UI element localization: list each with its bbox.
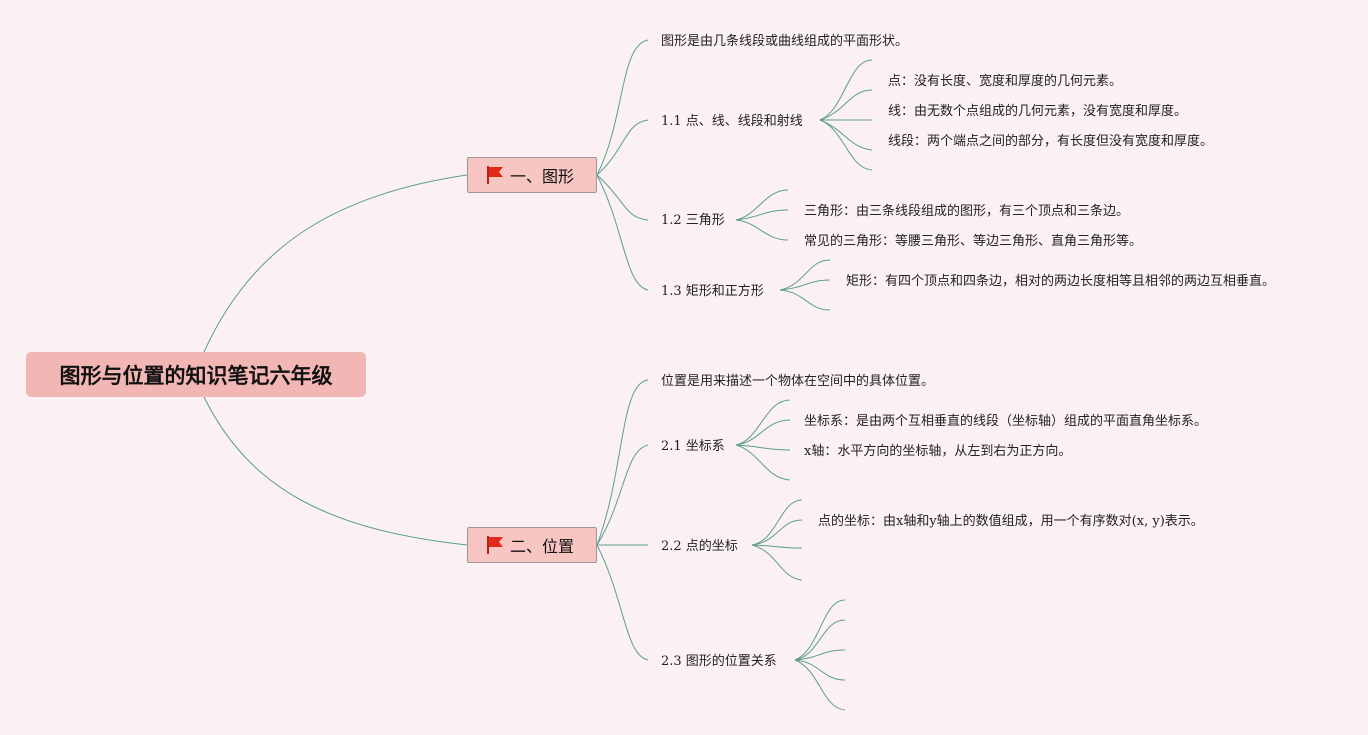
topic-label: 一、图形 (510, 167, 575, 186)
leaf-coordinate-system[interactable]: 坐标系：是由两个互相垂直的线段（坐标轴）组成的平面直角坐标系。 (804, 414, 1208, 429)
subtopic-shape-definition[interactable]: 图形是由几条线段或曲线组成的平面形状。 (661, 34, 909, 49)
leaf-rectangle[interactable]: 矩形：有四个顶点和四条边，相对的两边长度相等且相邻的两边互相垂直。 (846, 274, 1276, 289)
root-topic[interactable]: 图形与位置的知识笔记六年级 (26, 352, 366, 397)
subtopic-2-1[interactable]: 2.1 坐标系 (661, 439, 725, 454)
leaf-triangle[interactable]: 三角形：由三条线段组成的图形，有三个顶点和三条边。 (804, 204, 1130, 219)
subtopic-1-3[interactable]: 1.3 矩形和正方形 (661, 284, 764, 299)
subtopic-1-1[interactable]: 1.1 点、线、线段和射线 (661, 114, 803, 129)
subtopic-2-2[interactable]: 2.2 点的坐标 (661, 539, 738, 554)
leaf-x-axis[interactable]: x轴：水平方向的坐标轴，从左到右为正方向。 (804, 444, 1072, 459)
leaf-common-triangles[interactable]: 常见的三角形：等腰三角形、等边三角形、直角三角形等。 (804, 234, 1143, 249)
leaf-segment[interactable]: 线段：两个端点之间的部分，有长度但没有宽度和厚度。 (888, 134, 1214, 149)
red-flag-icon (487, 166, 503, 184)
red-flag-icon (487, 536, 503, 554)
subtopic-2-3[interactable]: 2.3 图形的位置关系 (661, 654, 777, 669)
leaf-point[interactable]: 点：没有长度、宽度和厚度的几何元素。 (888, 74, 1123, 89)
leaf-point-coordinate[interactable]: 点的坐标：由x轴和y轴上的数值组成，用一个有序数对(x, y)表示。 (818, 514, 1204, 529)
topic-shape[interactable]: 一、图形 (467, 157, 597, 193)
topic-label: 二、位置 (510, 537, 575, 556)
subtopic-position-definition[interactable]: 位置是用来描述一个物体在空间中的具体位置。 (661, 374, 935, 389)
topic-position[interactable]: 二、位置 (467, 527, 597, 563)
leaf-line[interactable]: 线：由无数个点组成的几何元素，没有宽度和厚度。 (888, 104, 1188, 119)
root-title: 图形与位置的知识笔记六年级 (59, 363, 333, 388)
subtopic-1-2[interactable]: 1.2 三角形 (661, 213, 725, 228)
